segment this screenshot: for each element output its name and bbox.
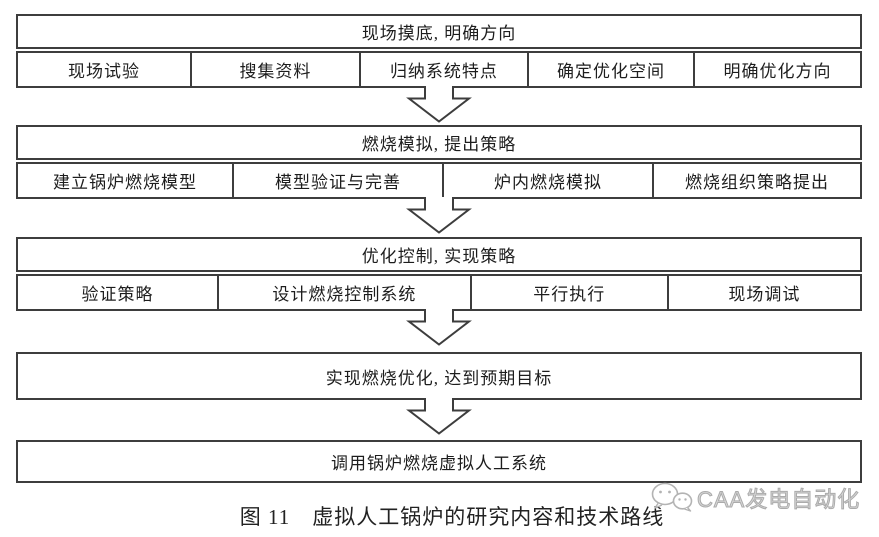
stage-2-cell: 燃烧组织策略提出	[651, 164, 860, 197]
down-arrow-icon	[406, 86, 472, 123]
research-roadmap-diagram: 现场摸底, 明确方向 现场试验 搜集资料 归纳系统特点 确定优化空间 明确优化方…	[16, 14, 862, 531]
stage-3: 优化控制, 实现策略 验证策略 设计燃烧控制系统 平行执行 现场调试	[16, 237, 862, 311]
stage-3-cell: 验证策略	[81, 285, 154, 304]
stage-2-header: 燃烧模拟, 提出策略	[16, 125, 862, 160]
watermark-text: CAA发电自动化	[696, 487, 861, 513]
down-arrow-icon	[406, 398, 472, 435]
stage-2-cell: 模型验证与完善	[231, 164, 442, 197]
down-arrow-icon	[406, 309, 472, 346]
stage-1-header: 现场摸底, 明确方向	[16, 14, 862, 49]
stage-2: 燃烧模拟, 提出策略 建立锅炉燃烧模型 模型验证与完善 炉内燃烧模拟 燃烧组织策…	[16, 125, 862, 199]
stage-3-cell: 现场调试	[666, 276, 860, 309]
watermark: CAA发电自动化	[650, 481, 860, 515]
figure-caption: 图 11 虚拟人工锅炉的研究内容和技术路线	[239, 505, 665, 529]
stage-3-cells: 验证策略 设计燃烧控制系统 平行执行 现场调试	[16, 274, 862, 311]
stage-1: 现场摸底, 明确方向 现场试验 搜集资料 归纳系统特点 确定优化空间 明确优化方…	[16, 14, 862, 88]
stage-3-cell: 平行执行	[469, 276, 667, 309]
stage-1-cell: 明确优化方向	[692, 53, 860, 86]
stage-4-goal-box: 实现燃烧优化, 达到预期目标	[16, 352, 862, 400]
stage-1-cell: 确定优化空间	[526, 53, 693, 86]
stage-1-cell: 现场试验	[67, 62, 140, 81]
stage-5-system-box: 调用锅炉燃烧虚拟人工系统	[16, 440, 862, 483]
wechat-icon	[651, 482, 693, 512]
down-arrow-icon	[406, 197, 472, 234]
stage-3-cell: 设计燃烧控制系统	[217, 276, 470, 309]
stage-2-cells: 建立锅炉燃烧模型 模型验证与完善 炉内燃烧模拟 燃烧组织策略提出	[16, 162, 862, 199]
stage-1-cell: 归纳系统特点	[358, 53, 527, 86]
stage-3-header: 优化控制, 实现策略	[16, 237, 862, 272]
stage-1-cell: 搜集资料	[189, 53, 359, 86]
stage-1-cells: 现场试验 搜集资料 归纳系统特点 确定优化空间 明确优化方向	[16, 51, 862, 88]
stage-2-cell: 炉内燃烧模拟	[441, 164, 652, 197]
stage-2-cell: 建立锅炉燃烧模型	[52, 173, 197, 192]
